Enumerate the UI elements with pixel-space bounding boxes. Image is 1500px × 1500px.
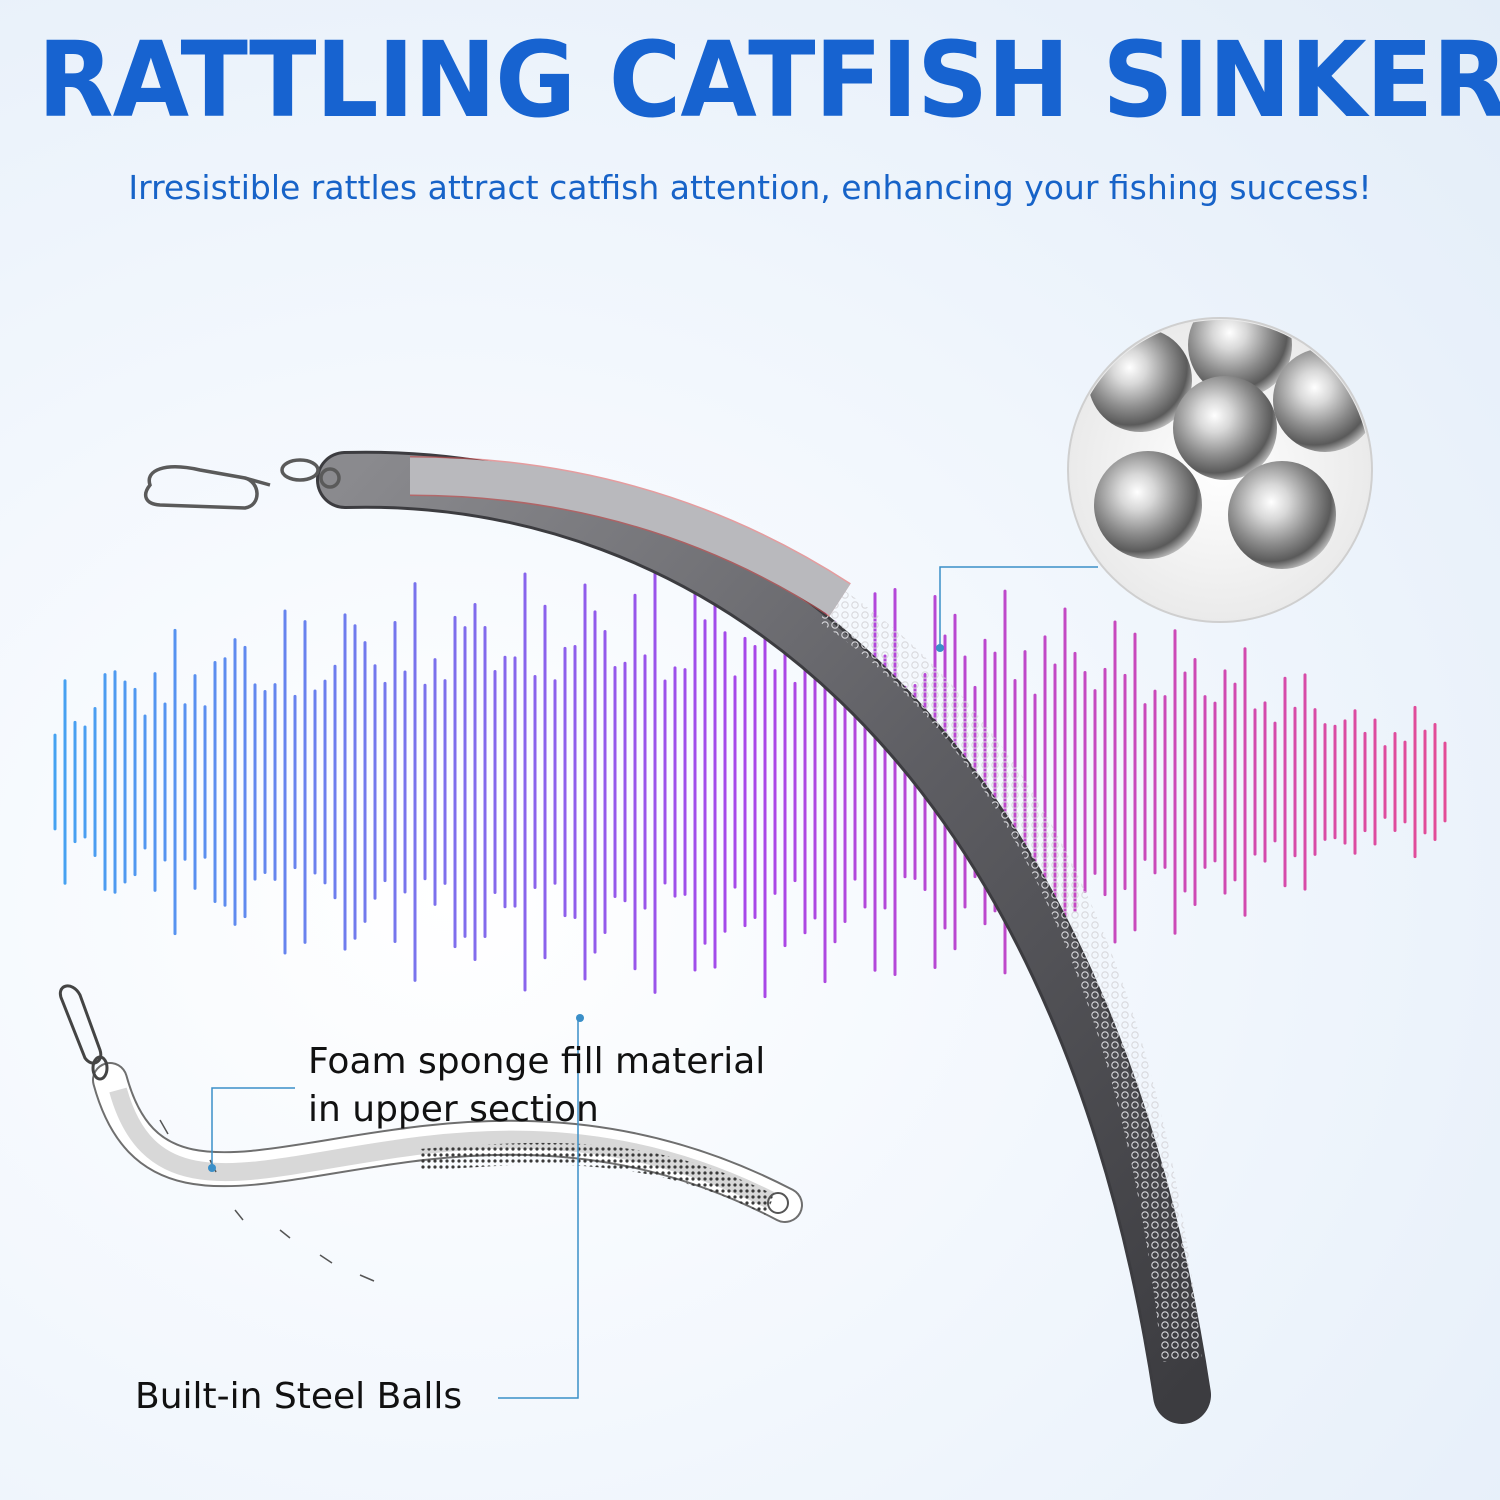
foam-callout: Foam sponge fill material in upper secti… — [308, 1038, 765, 1134]
steel-balls-callout: Built-in Steel Balls — [135, 1373, 462, 1421]
sinker-cross-section-diagram — [58, 984, 803, 1399]
steel-balls-callout-label: Built-in Steel Balls — [135, 1376, 463, 1417]
main-sinker — [143, 450, 1211, 1424]
subtitle: Irresistible rattles attract catfish att… — [128, 168, 1372, 207]
foam-leader-line — [211, 1087, 295, 1168]
sound-wave-graphic — [53, 565, 1447, 999]
balls-small-leader-line — [498, 1018, 579, 1399]
small-snap-swivel-icon — [58, 984, 109, 1081]
foam-callout-line1: Foam sponge fill material — [308, 1041, 766, 1082]
balls-leader-line — [939, 566, 1098, 648]
steel-balls-closeup — [1067, 317, 1373, 623]
headline: RATTLING CATFISH SINKERS — [37, 19, 1500, 141]
snap-swivel-icon — [143, 458, 341, 510]
foam-callout-line2: in upper section — [308, 1089, 599, 1130]
